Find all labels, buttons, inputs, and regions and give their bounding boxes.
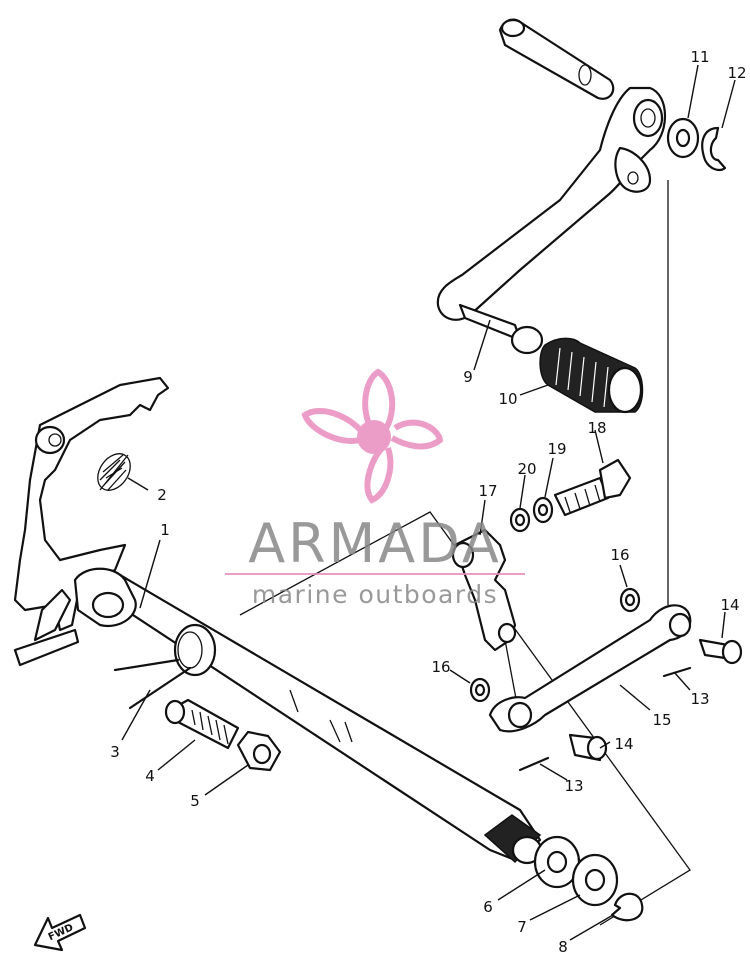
shift-shaft (73, 567, 543, 865)
shift-lever-17 (451, 528, 517, 652)
washer-16-lower (469, 677, 491, 703)
callout-17: 17 (478, 482, 497, 500)
pin-14-upper (698, 638, 743, 665)
cotter-pin-13-upper (662, 666, 692, 678)
shift-pedal-arm (436, 18, 667, 355)
e-clip-12 (701, 126, 727, 171)
callout-6: 6 (483, 898, 493, 916)
propeller-hub-icon (357, 420, 391, 454)
washer-11 (666, 117, 700, 159)
callout-20: 20 (517, 460, 536, 478)
watermark-brand: ARMADA (248, 512, 502, 575)
watermark-tagline: marine outboards (252, 580, 498, 609)
callout-10: 10 (498, 390, 517, 408)
bolt-18 (553, 458, 632, 517)
fwd-direction-arrow: FWD (33, 913, 87, 952)
callout-4: 4 (145, 767, 155, 785)
armada-watermark: ARMADA marine outboards (225, 368, 525, 609)
shift-link-rod (488, 604, 692, 733)
callout-16-lower: 16 (431, 658, 450, 676)
washer-19 (532, 496, 554, 524)
nut-5 (236, 730, 282, 772)
callout-12: 12 (727, 64, 746, 82)
callout-13-upper: 13 (690, 690, 709, 708)
washer-20 (509, 507, 531, 533)
callout-18: 18 (587, 419, 606, 437)
spring-2 (97, 453, 131, 491)
callout-1: 1 (160, 521, 170, 539)
callout-9: 9 (463, 368, 473, 386)
pedal-rubber (539, 337, 644, 414)
washer-6 (533, 835, 581, 889)
leader-lines (121, 64, 736, 941)
callout-7: 7 (517, 918, 527, 936)
pin-14-lower (568, 733, 608, 762)
callout-15: 15 (652, 711, 671, 729)
callout-3: 3 (110, 743, 120, 761)
callout-14-lower: 14 (614, 735, 633, 753)
bolt-4 (164, 698, 240, 750)
callout-8: 8 (558, 938, 568, 956)
torsion-spring-3 (113, 623, 217, 710)
cotter-pin-13-lower (518, 756, 550, 772)
callout-13-lower: 13 (564, 777, 583, 795)
washer-7 (571, 853, 619, 907)
callout-11: 11 (690, 48, 709, 66)
callout-14-upper: 14 (720, 596, 739, 614)
callout-5: 5 (190, 792, 200, 810)
callout-19: 19 (547, 440, 566, 458)
callout-labels: 1 2 3 4 5 6 7 8 9 10 11 12 13 13 14 14 1… (110, 48, 746, 956)
callout-2: 2 (157, 486, 167, 504)
washer-16-upper (619, 587, 641, 613)
callout-16-upper: 16 (610, 546, 629, 564)
shift-bracket (13, 376, 170, 667)
propeller-logo-icon (301, 368, 444, 504)
e-clip-8 (610, 892, 644, 922)
